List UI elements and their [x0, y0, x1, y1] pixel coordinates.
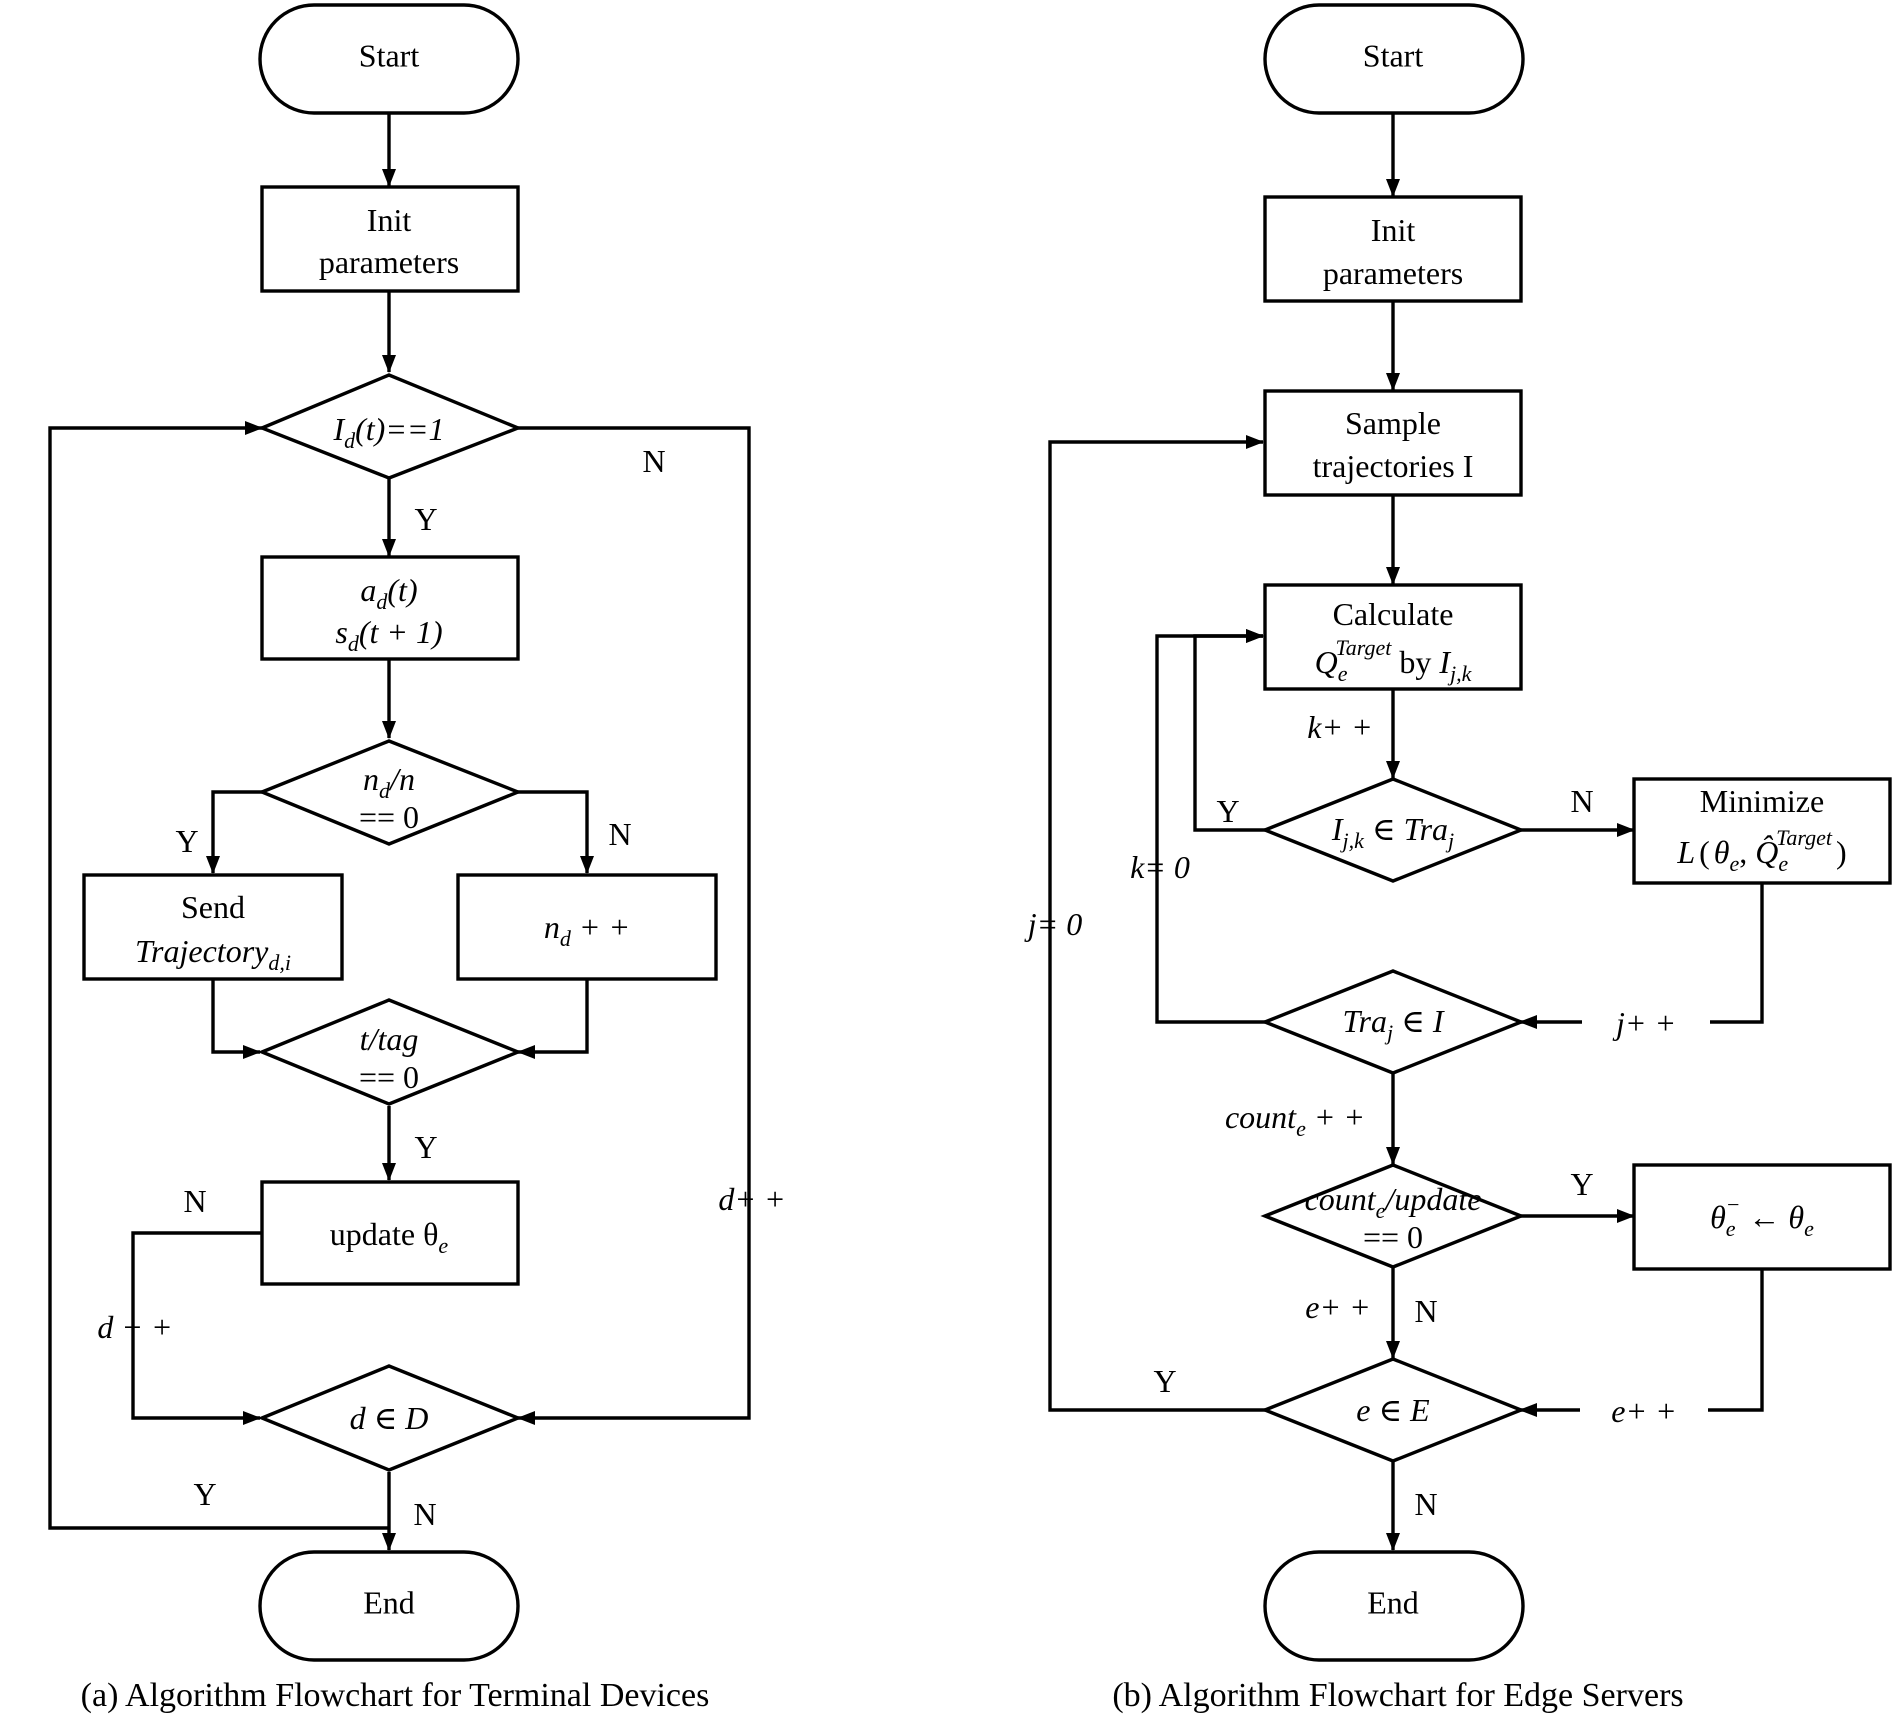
decision-mod-a-no: N [608, 816, 631, 852]
init-label-b-1: Init [1371, 212, 1416, 248]
start-label-b: Start [1363, 37, 1424, 73]
decision-in-traj-b-label: Ij,k ∈ Traj [1331, 811, 1454, 853]
action-line1-a: ad(t) [360, 572, 417, 614]
start-label-a: Start [359, 37, 420, 73]
decision-tag-a-yes: Y [414, 1129, 437, 1165]
decision-count-b [1260, 1163, 1526, 1269]
action-box-a [260, 555, 520, 661]
decision-count-b-line1: counte/update [1305, 1181, 1482, 1223]
minimize-box-b [1632, 777, 1892, 885]
end-label-a: End [363, 1584, 415, 1620]
decision-device-a [257, 1364, 523, 1472]
decision-mod-a-line1: nd/n [363, 761, 415, 803]
count-incr-label-b: counte + + [1225, 1099, 1365, 1141]
update-no-label-a: N [183, 1183, 206, 1219]
decision-active-a [257, 373, 523, 480]
init-box-b [1263, 195, 1523, 303]
sample-label-b-1: Sample [1345, 405, 1441, 441]
send-label-a-2: Trajectoryd,i [135, 933, 291, 975]
decision-count-b-yes: Y [1570, 1166, 1593, 1202]
decision-edge-b-no: N [1414, 1486, 1437, 1522]
init-box-a [260, 185, 520, 293]
decision-device-a-yes: Y [193, 1476, 216, 1512]
decision-count-b-no: N [1414, 1293, 1437, 1329]
decision-mod-a-line2: == 0 [359, 799, 419, 835]
start-terminal-a [258, 3, 520, 115]
decision-edge-b-label: e ∈ E [1356, 1392, 1430, 1428]
decision-mod-a [257, 739, 523, 846]
caption-a: (a) Algorithm Flowchart for Terminal Dev… [81, 1677, 710, 1714]
sample-box-b [1263, 389, 1523, 497]
decision-tag-a-line2: == 0 [359, 1059, 419, 1095]
incr-nd-label-a: nd + + [544, 909, 630, 951]
flowchart-terminal-devices: Start Init parameters Id(t)==1 Y N ad(t)… [48, 3, 786, 1714]
decision-device-a-label: d ∈ D [350, 1400, 429, 1436]
init-label-a-2: parameters [319, 244, 459, 280]
start-terminal-b [1263, 3, 1525, 115]
init-label-b-2: parameters [1323, 255, 1463, 291]
e-incr-right-bg-b [1580, 1388, 1708, 1432]
target-update-box-b [1632, 1163, 1892, 1271]
update-box-a [260, 1180, 520, 1286]
send-box-a [82, 873, 344, 981]
decision-tag-a-line1: t/tag [360, 1021, 419, 1057]
update-label-a: update θe [330, 1216, 449, 1258]
decision-mod-a-yes: Y [175, 823, 198, 859]
calculate-box-b [1263, 583, 1523, 691]
j-incr-label-b: j+ + [1612, 1005, 1676, 1041]
decision-traj-in-i-b-label: Traj ∈ I [1343, 1003, 1445, 1045]
decision-in-traj-b-yes: Y [1216, 793, 1239, 829]
send-label-a-1: Send [181, 889, 245, 925]
decision-in-traj-b [1260, 777, 1526, 883]
calculate-label-b-1: Calculate [1333, 596, 1454, 632]
init-label-a-1: Init [367, 202, 412, 238]
decision-active-a-no: N [642, 443, 665, 479]
e-incr-right-b: e+ + [1611, 1393, 1676, 1429]
decision-count-b-line2: == 0 [1363, 1219, 1423, 1255]
decision-tag-a [257, 998, 523, 1106]
minimize-label-b-1: Minimize [1700, 783, 1824, 819]
flowchart-edge-servers: Start Init parameters Sample trajectorie… [1024, 3, 1892, 1714]
decision-edge-b-yes: Y [1153, 1363, 1176, 1399]
action-line2-a: sd(t + 1) [335, 614, 442, 656]
decision-edge-b [1260, 1357, 1526, 1463]
d-incr-right-a: d+ + [718, 1181, 785, 1217]
connectors-a [48, 112, 751, 1551]
calculate-label-b-2: QeTarget by Ij,k [1315, 635, 1473, 686]
decision-device-a-no: N [413, 1496, 436, 1532]
decision-traj-in-i-b [1260, 969, 1526, 1075]
decision-active-a-label: Id(t)==1 [332, 411, 444, 453]
minimize-label-b-2: L(θe, Q̂eTarget) [1676, 825, 1846, 876]
end-label-b: End [1367, 1584, 1419, 1620]
decision-active-a-yes: Y [414, 501, 437, 537]
d-incr-left-a: d + + [97, 1309, 172, 1345]
end-terminal-b [1263, 1550, 1525, 1662]
end-terminal-a [258, 1550, 520, 1662]
j-zero-label-b: j= 0 [1024, 906, 1082, 942]
k-incr-label-b: k+ + [1307, 709, 1372, 745]
caption-b: (b) Algorithm Flowchart for Edge Servers [1112, 1677, 1683, 1714]
e-incr-left-b: e+ + [1305, 1289, 1370, 1325]
j-incr-bg-b [1582, 1000, 1710, 1044]
target-update-label-b: θe− ← θe [1710, 1192, 1814, 1241]
decision-in-traj-b-no: N [1570, 783, 1593, 819]
k-zero-label-b: k= 0 [1130, 849, 1190, 885]
sample-label-b-2: trajectories I [1313, 448, 1474, 484]
incr-nd-box-a [456, 873, 718, 981]
